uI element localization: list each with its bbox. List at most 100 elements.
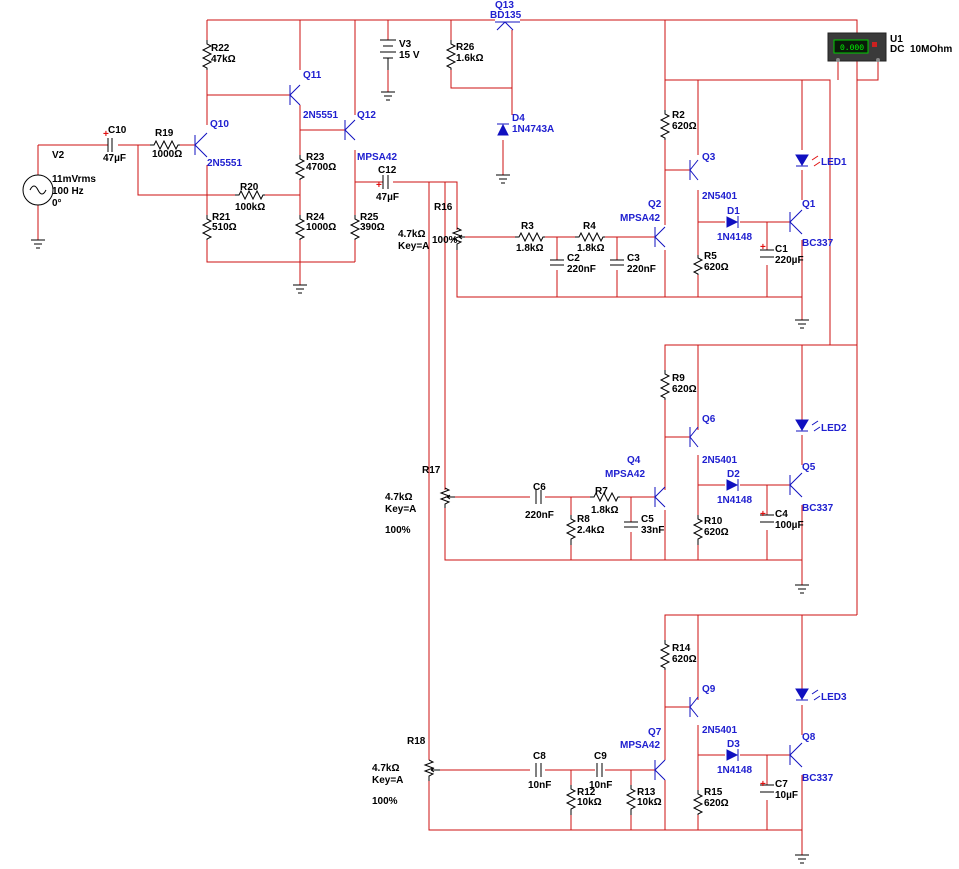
r25-name: R25 bbox=[360, 212, 379, 223]
r8-name: R8 bbox=[577, 514, 590, 525]
c12-name: C12 bbox=[378, 165, 397, 176]
voltmeter[interactable] bbox=[827, 32, 887, 62]
q7-model: MPSA42 bbox=[620, 740, 660, 751]
r24-value: 1000Ω bbox=[306, 222, 336, 233]
q3-model: 2N5401 bbox=[702, 191, 737, 202]
c9-value: 10nF bbox=[589, 780, 612, 791]
source-name: V2 bbox=[52, 150, 65, 161]
d4-name: D4 bbox=[512, 113, 525, 124]
resistor-symbols bbox=[150, 40, 704, 815]
r17-pct: 100% bbox=[385, 525, 411, 536]
r3-name: R3 bbox=[521, 221, 534, 232]
r5-name: R5 bbox=[704, 251, 717, 262]
svg-text:+: + bbox=[760, 242, 766, 253]
wires bbox=[37, 19, 879, 855]
r9-name: R9 bbox=[672, 373, 685, 384]
svg-text:+: + bbox=[760, 509, 766, 520]
c5-value: 33nF bbox=[641, 525, 664, 536]
r14-value: 620Ω bbox=[672, 654, 697, 665]
c5-name: C5 bbox=[641, 514, 654, 525]
q9-model: 2N5401 bbox=[702, 725, 737, 736]
ground-symbols bbox=[31, 91, 809, 864]
ac-source-symbol bbox=[22, 174, 54, 206]
capacitor-symbols: + + + + + bbox=[103, 129, 774, 793]
r15-value: 620Ω bbox=[704, 798, 729, 809]
r12-name: R12 bbox=[577, 787, 596, 798]
q12-model: MPSA42 bbox=[357, 152, 397, 163]
r19-name: R19 bbox=[155, 128, 174, 139]
d1-name: D1 bbox=[727, 206, 740, 217]
led3-name: LED3 bbox=[821, 692, 847, 703]
r8-value: 2.4kΩ bbox=[577, 525, 604, 536]
q6-name: Q6 bbox=[702, 414, 716, 425]
c10-name: C10 bbox=[108, 125, 127, 136]
r18-value: 4.7kΩ bbox=[372, 763, 399, 774]
r21-name: R21 bbox=[212, 212, 231, 223]
r16-pct: 100% bbox=[432, 235, 458, 246]
r17-value: 4.7kΩ bbox=[385, 492, 412, 503]
d4-model: 1N4743A bbox=[512, 124, 554, 135]
svg-text:+: + bbox=[760, 779, 766, 790]
c7-value: 10µF bbox=[775, 790, 798, 801]
q2-model: MPSA42 bbox=[620, 213, 660, 224]
r4-value: 1.8kΩ bbox=[577, 243, 604, 254]
r17-key: Key=A bbox=[385, 504, 416, 515]
diode-symbols bbox=[497, 123, 821, 761]
r12-value: 10kΩ bbox=[577, 797, 602, 808]
r4-name: R4 bbox=[583, 221, 596, 232]
q9-name: Q9 bbox=[702, 684, 716, 695]
q1-model: BC337 bbox=[802, 238, 834, 249]
supply-value: 15 V bbox=[399, 50, 420, 61]
q13-model: BD135 bbox=[490, 10, 522, 21]
c3-name: C3 bbox=[627, 253, 640, 264]
r15-name: R15 bbox=[704, 787, 723, 798]
supply-name: V3 bbox=[399, 39, 412, 50]
d1-model: 1N4148 bbox=[717, 232, 752, 243]
battery-symbol bbox=[380, 39, 396, 70]
q12-name: Q12 bbox=[357, 110, 376, 121]
q2-name: Q2 bbox=[648, 199, 662, 210]
potentiometer-symbols bbox=[423, 227, 465, 781]
d2-name: D2 bbox=[727, 469, 740, 480]
source-phase: 0° bbox=[52, 198, 62, 209]
svg-text:+: + bbox=[376, 180, 382, 191]
r13-name: R13 bbox=[637, 787, 656, 798]
meter-impedance: 10MOhm bbox=[910, 44, 952, 55]
r14-name: R14 bbox=[672, 643, 691, 654]
r10-value: 620Ω bbox=[704, 527, 729, 538]
c9-name: C9 bbox=[594, 751, 607, 762]
c10-value: 47µF bbox=[103, 153, 126, 164]
q4-model: MPSA42 bbox=[605, 469, 645, 480]
q11-name: Q11 bbox=[303, 70, 322, 81]
c2-name: C2 bbox=[567, 253, 580, 264]
q4-name: Q4 bbox=[627, 455, 641, 466]
r17-name: R17 bbox=[422, 465, 441, 476]
r18-pct: 100% bbox=[372, 796, 398, 807]
r2-value: 620Ω bbox=[672, 121, 697, 132]
r25-value: 390Ω bbox=[360, 222, 385, 233]
r7-value: 1.8kΩ bbox=[591, 505, 618, 516]
source-amplitude: 11mVrms bbox=[52, 174, 96, 185]
c4-value: 100µF bbox=[775, 520, 804, 531]
c1-value: 220µF bbox=[775, 255, 804, 266]
c4-name: C4 bbox=[775, 509, 788, 520]
q3-name: Q3 bbox=[702, 152, 716, 163]
r13-value: 10kΩ bbox=[637, 797, 662, 808]
q10-model: 2N5551 bbox=[207, 158, 242, 169]
source-freq: 100 Hz bbox=[52, 186, 84, 197]
r22-value: 47kΩ bbox=[211, 54, 236, 65]
r26-value: 1.6kΩ bbox=[456, 53, 483, 64]
q5-name: Q5 bbox=[802, 462, 816, 473]
led1-name: LED1 bbox=[821, 157, 847, 168]
c12-value: 47µF bbox=[376, 192, 399, 203]
r19-value: 1000Ω bbox=[152, 149, 182, 160]
q5-model: BC337 bbox=[802, 503, 834, 514]
c1-name: C1 bbox=[775, 244, 788, 255]
q7-name: Q7 bbox=[648, 727, 662, 738]
meter-reading: 0.000 bbox=[840, 44, 864, 53]
r26-name: R26 bbox=[456, 42, 475, 53]
c6-value: 220nF bbox=[525, 510, 554, 521]
transistor-symbols bbox=[194, 21, 803, 781]
c2-value: 220nF bbox=[567, 264, 596, 275]
r16-name: R16 bbox=[434, 202, 453, 213]
